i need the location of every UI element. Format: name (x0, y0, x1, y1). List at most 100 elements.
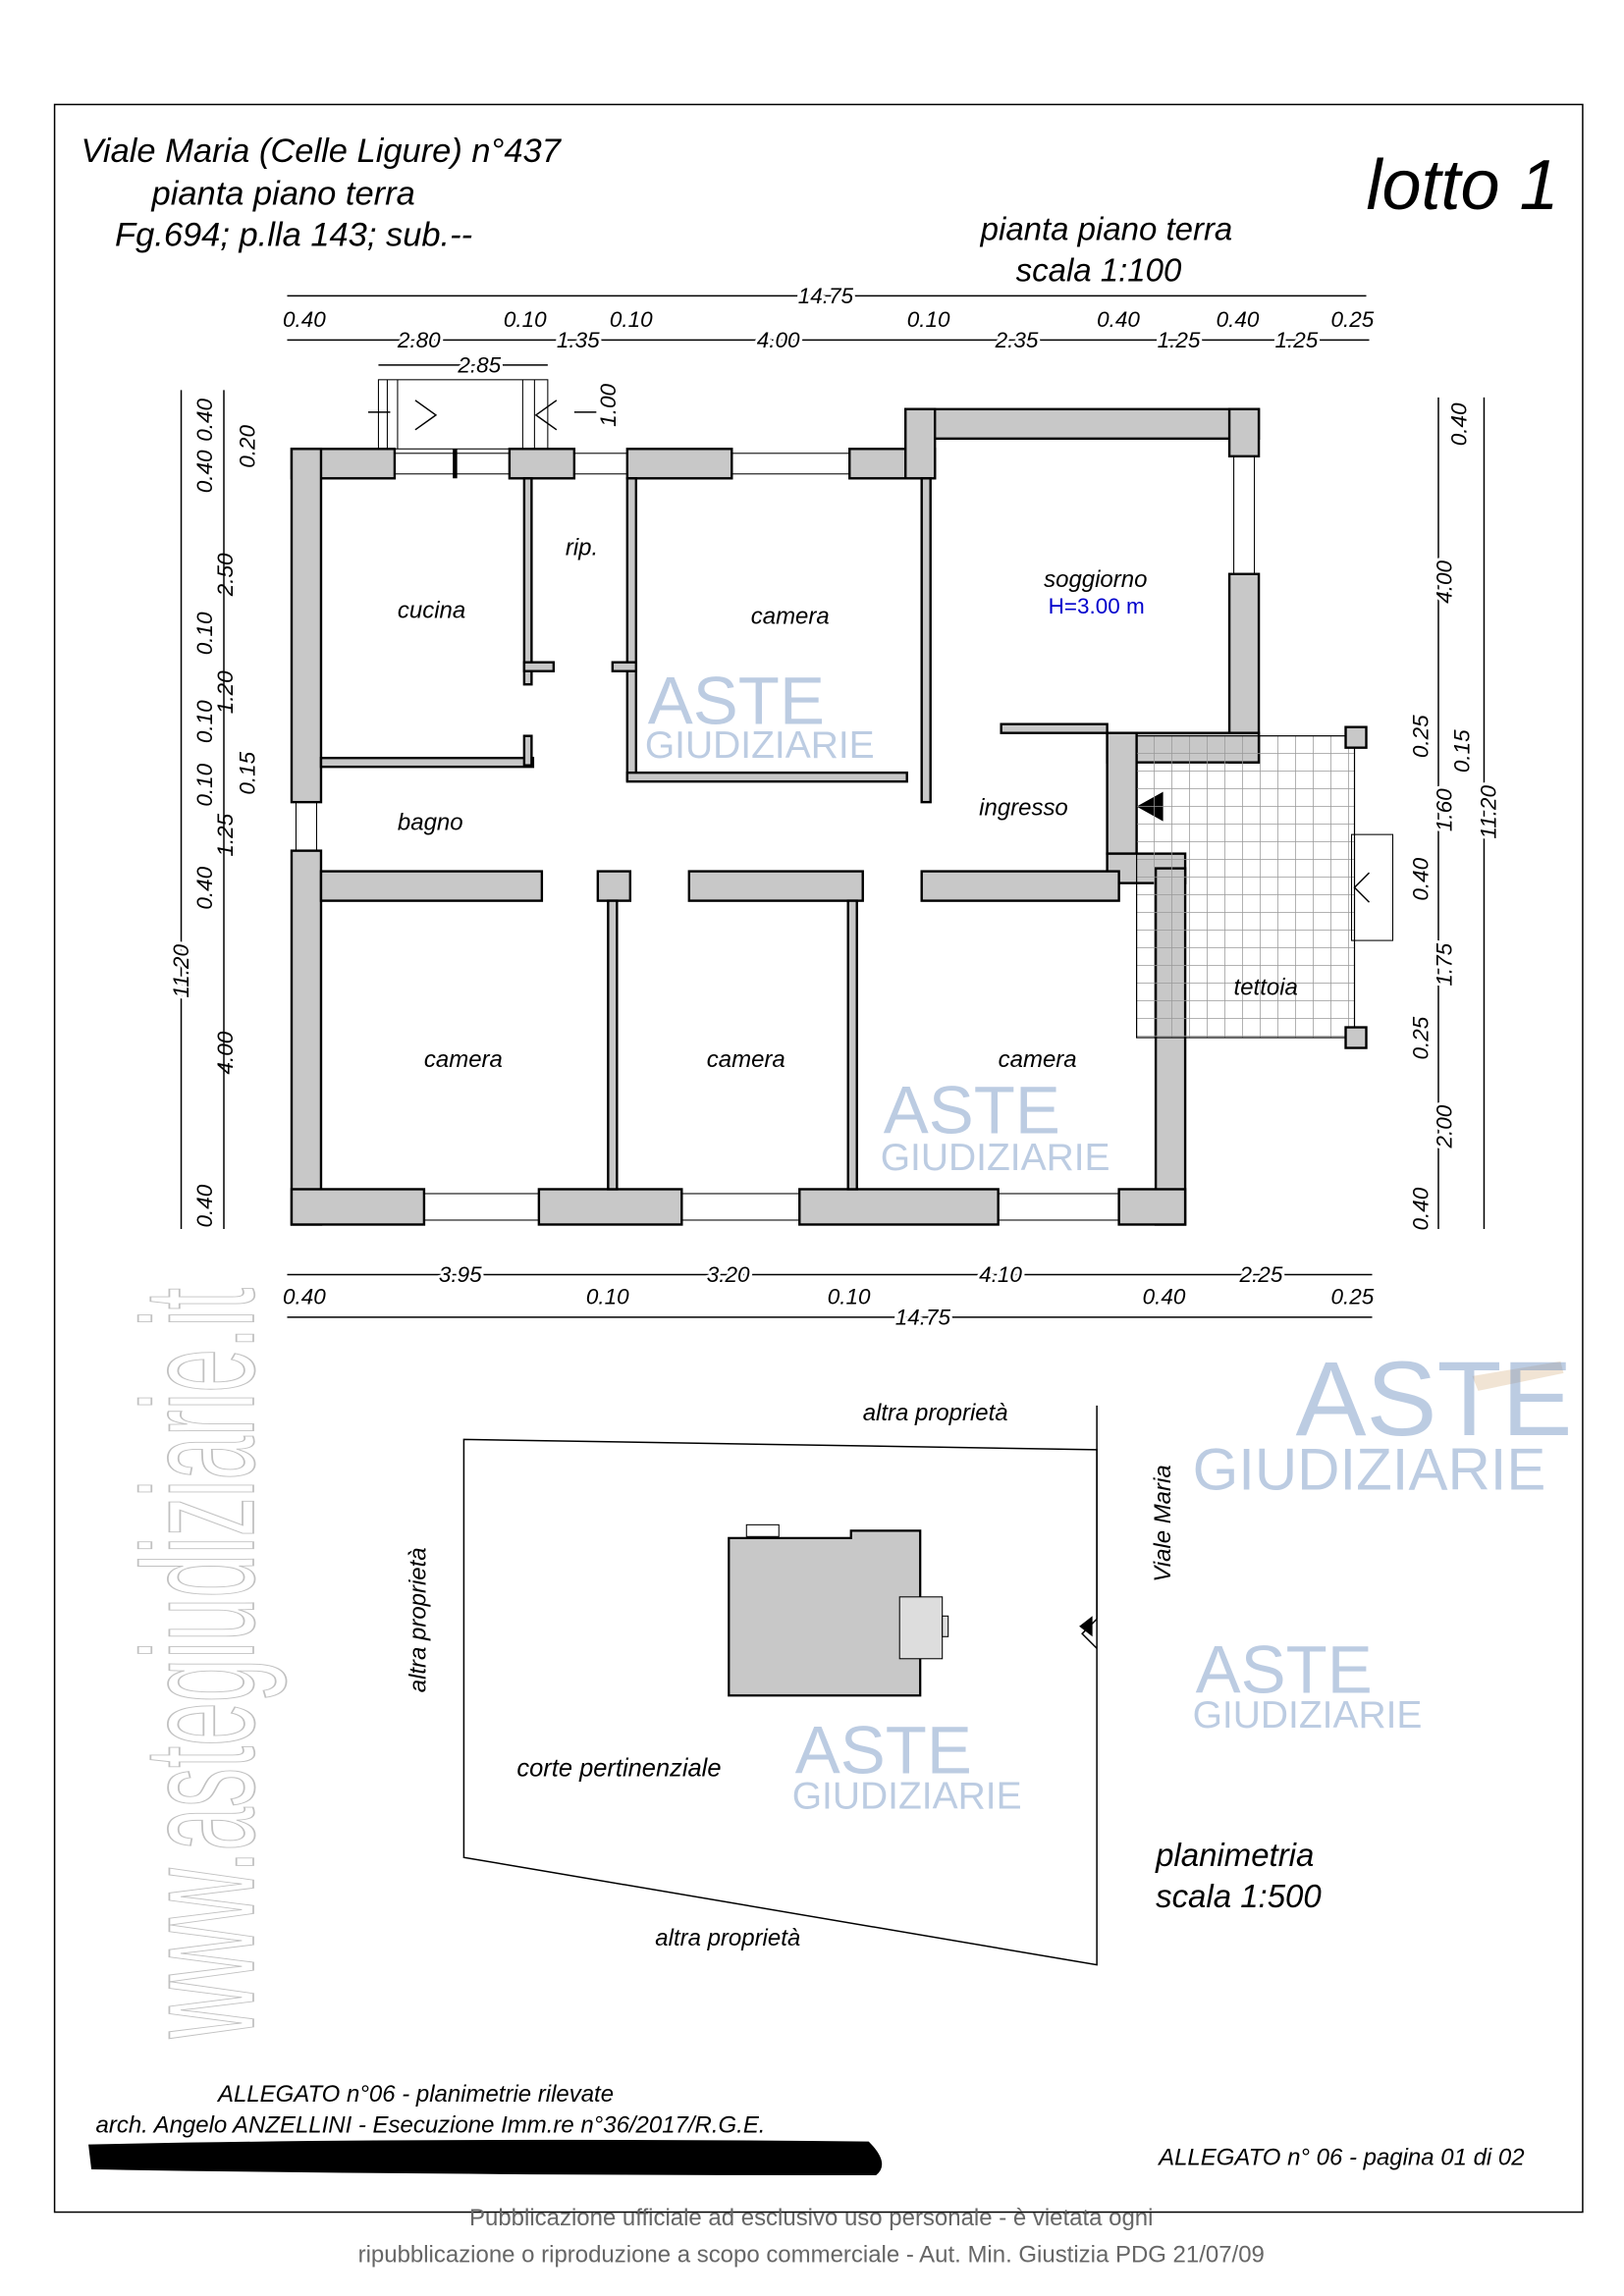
svg-text:0.40: 0.40 (1097, 307, 1140, 332)
legal-notice-2: ripubblicazione o riproduzione a scopo c… (358, 2242, 1265, 2269)
svg-text:4.10: 4.10 (979, 1262, 1022, 1287)
floor-subtitle: pianta piano terra (151, 175, 415, 212)
site-court: corte pertinenziale (516, 1755, 721, 1783)
floor-plan (290, 407, 1261, 1226)
right-dimensions: 0.40 4.00 0.25 0.15 1.60 0.40 1.75 0.25 … (1408, 397, 1503, 1230)
svg-text:1.00: 1.00 (596, 384, 621, 427)
watermark-aste-3: ASTE GIUDIZIARIE (881, 1073, 1110, 1179)
tettoia-canopy (1136, 735, 1356, 1039)
svg-text:0.25: 0.25 (1331, 1284, 1375, 1308)
external-stair (367, 379, 597, 450)
svg-text:0.10: 0.10 (907, 307, 950, 332)
svg-text:0.25: 0.25 (1408, 1016, 1433, 1059)
legal-notice-1: Pubblicazione ufficiale ad esclusivo uso… (469, 2205, 1153, 2231)
room-bagno: bagno (398, 810, 463, 836)
site-top-neighbor: altra proprietà (863, 1400, 1008, 1426)
svg-text:11.20: 11.20 (169, 943, 193, 997)
svg-text:0.15: 0.15 (1449, 729, 1474, 773)
site-left-neighbor: altra proprietà (405, 1547, 431, 1692)
watermark-aste-2: ASTE GIUDIZIARIE (645, 664, 875, 767)
svg-text:0.25: 0.25 (1408, 715, 1433, 758)
svg-text:1.25: 1.25 (213, 813, 238, 856)
svg-text:0.10: 0.10 (192, 612, 217, 655)
watermark-aste-4: ASTE GIUDIZIARIE (1193, 1631, 1423, 1736)
svg-text:0.15: 0.15 (235, 751, 259, 794)
svg-text:1.20: 1.20 (213, 670, 238, 714)
svg-text:14.75: 14.75 (895, 1305, 951, 1329)
svg-text:ASTE: ASTE (1296, 1339, 1573, 1458)
svg-text:0.40: 0.40 (192, 1184, 217, 1227)
svg-text:0.25: 0.25 (1331, 307, 1375, 332)
site-plan: altra proprietà altra proprietà altra pr… (405, 1400, 1322, 1966)
svg-text:3.20: 3.20 (707, 1262, 750, 1287)
footer-author: arch. Angelo ANZELLINI - Esecuzione Imm.… (96, 2112, 766, 2139)
svg-text:GIUDIZIARIE: GIUDIZIARIE (1193, 1694, 1423, 1736)
svg-text:0.40: 0.40 (1446, 402, 1471, 446)
room-soggiorno: soggiorno (1044, 566, 1147, 593)
svg-text:0.40: 0.40 (283, 307, 326, 332)
site-entrance-arrow-icon (1079, 1616, 1093, 1637)
svg-text:0.40: 0.40 (1143, 1284, 1186, 1308)
svg-text:2.25: 2.25 (1239, 1262, 1283, 1287)
svg-text:GIUDIZIARIE: GIUDIZIARIE (792, 1776, 1022, 1818)
svg-text:ASTE: ASTE (1196, 1631, 1373, 1707)
svg-text:ASTE: ASTE (648, 664, 825, 739)
svg-text:1.60: 1.60 (1432, 788, 1456, 831)
svg-text:ASTE: ASTE (795, 1713, 972, 1789)
svg-text:2.00: 2.00 (1432, 1104, 1456, 1148)
svg-text:0.40: 0.40 (1408, 857, 1433, 900)
svg-text:0.10: 0.10 (586, 1284, 629, 1308)
svg-text:14.75: 14.75 (798, 284, 854, 308)
watermark-url: www.astegiudiziarie.it (110, 1288, 288, 2039)
svg-text:GIUDIZIARIE: GIUDIZIARIE (1193, 1436, 1546, 1502)
redaction-mark (88, 2139, 883, 2176)
site-plan-title: planimetria (1155, 1837, 1314, 1873)
plan-title: pianta piano terra (980, 210, 1233, 246)
bottom-dimensions: 3.95 3.20 4.10 2.25 0.40 0.10 0.10 0.40 … (283, 1259, 1375, 1332)
room-cucina: cucina (398, 598, 465, 624)
svg-text:0.40: 0.40 (192, 450, 217, 493)
svg-text:0.10: 0.10 (192, 763, 217, 806)
cadastre-ref: Fg.694; p.lla 143; sub.-- (115, 216, 472, 253)
svg-text:GIUDIZIARIE: GIUDIZIARIE (881, 1137, 1110, 1179)
room-height: H=3.00 m (1049, 594, 1145, 618)
watermark-aste-5: ASTE GIUDIZIARIE (792, 1713, 1022, 1818)
svg-text:4.00: 4.00 (213, 1031, 238, 1074)
svg-text:1.25: 1.25 (1275, 328, 1319, 352)
top-dimensions: 14.75 0.40 0.10 0.10 0.10 0.40 0.40 0.25… (283, 281, 1375, 427)
svg-text:1.25: 1.25 (1158, 328, 1201, 352)
svg-text:0.40: 0.40 (1217, 307, 1260, 332)
svg-text:GIUDIZIARIE: GIUDIZIARIE (645, 724, 875, 767)
svg-text:0.10: 0.10 (504, 307, 547, 332)
sheet-frame (53, 103, 1584, 2214)
svg-text:0.10: 0.10 (610, 307, 653, 332)
svg-text:0.10: 0.10 (828, 1284, 871, 1308)
room-camera-3: camera (999, 1046, 1077, 1073)
svg-text:2.85: 2.85 (457, 352, 501, 377)
svg-text:4.00: 4.00 (757, 328, 800, 352)
svg-text:2.50: 2.50 (213, 553, 238, 597)
room-camera-2: camera (707, 1046, 785, 1073)
svg-text:1.75: 1.75 (1432, 942, 1456, 986)
svg-text:2.80: 2.80 (397, 328, 441, 352)
site-plan-scale: scala 1:500 (1156, 1878, 1322, 1914)
plan-scale: scala 1:100 (1016, 251, 1182, 288)
site-bottom-neighbor: altra proprietà (655, 1925, 800, 1951)
svg-text:4.00: 4.00 (1432, 560, 1456, 603)
svg-text:0.40: 0.40 (192, 399, 217, 442)
svg-text:11.20: 11.20 (1476, 785, 1500, 839)
site-road: Viale Maria (1150, 1465, 1176, 1581)
footer-allegato: ALLEGATO n°06 - planimetrie rilevate (216, 2081, 614, 2108)
footer-page: ALLEGATO n° 06 - pagina 01 di 02 (1157, 2145, 1524, 2171)
address-title: Viale Maria (Celle Ligure) n°437 (81, 133, 563, 170)
svg-text:0.40: 0.40 (1408, 1187, 1433, 1230)
lot-label: lotto 1 (1367, 146, 1559, 225)
svg-text:ASTE: ASTE (884, 1073, 1060, 1148)
room-tettoia: tettoia (1234, 975, 1298, 1001)
svg-text:0.10: 0.10 (192, 700, 217, 743)
room-camera-top: camera (751, 604, 830, 630)
svg-text:1.35: 1.35 (557, 328, 600, 352)
svg-text:3.95: 3.95 (439, 1262, 482, 1287)
watermark-aste-1: ASTE GIUDIZIARIE (1193, 1339, 1573, 1502)
